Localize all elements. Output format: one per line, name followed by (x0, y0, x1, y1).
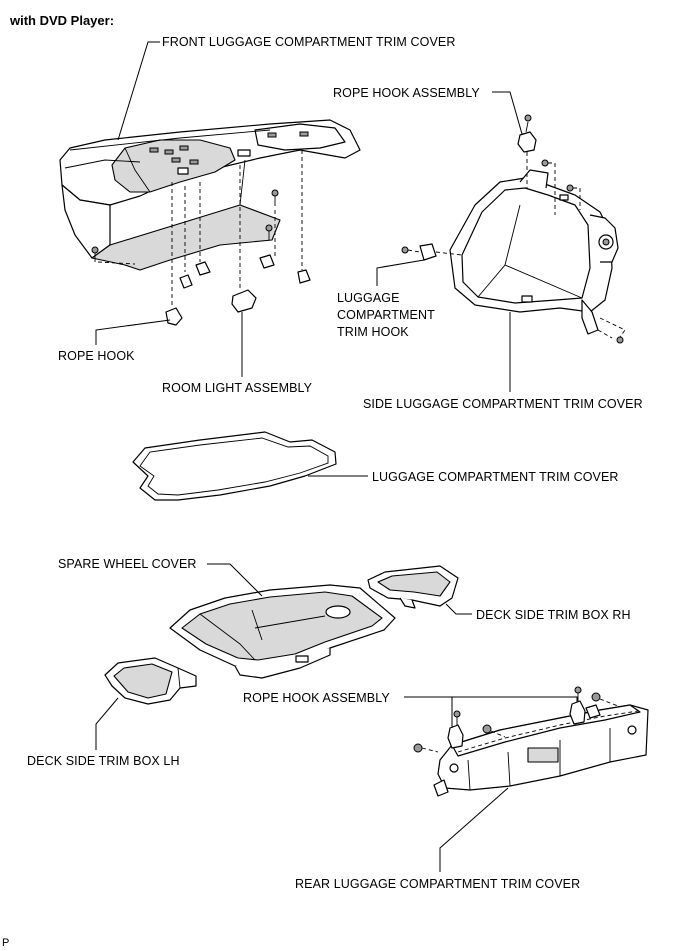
front-cover-screws (91, 189, 279, 265)
label-room-light: ROOM LIGHT ASSEMBLY (162, 381, 313, 395)
label-front-trim-cover: FRONT LUGGAGE COMPARTMENT TRIM COVER (162, 35, 455, 49)
label-deck-box-rh: DECK SIDE TRIM BOX RH (476, 608, 631, 622)
label-rope-hook-assembly-bottom: ROPE HOOK ASSEMBLY (243, 691, 390, 705)
front-trim-cover-part (59, 119, 361, 271)
rope-hook-assembly-top-part (517, 114, 537, 153)
spare-wheel-cover-part (169, 584, 396, 679)
label-deck-box-lh: DECK SIDE TRIM BOX LH (27, 754, 180, 768)
deck-box-lh-part (104, 657, 197, 705)
rear-trim-cover-part (433, 704, 649, 797)
label-side-trim-cover: SIDE LUGGAGE COMPARTMENT TRIM COVER (363, 397, 643, 411)
header-title: with DVD Player: (9, 13, 114, 28)
rope-hook-part (165, 307, 183, 326)
footer-code: P (2, 937, 9, 949)
rope-hook-assembly-bottom-parts (447, 686, 586, 749)
label-trim-hook-line1: LUGGAGE (337, 291, 400, 305)
label-spare-wheel-cover: SPARE WHEEL COVER (58, 557, 197, 571)
room-light-part (231, 289, 257, 313)
label-luggage-trim-cover: LUGGAGE COMPARTMENT TRIM COVER (372, 470, 619, 484)
rear-cover-screws (413, 692, 619, 753)
label-rear-trim-cover: REAR LUGGAGE COMPARTMENT TRIM COVER (295, 877, 580, 891)
label-rope-hook: ROPE HOOK (58, 349, 135, 363)
side-trim-cover-part (449, 169, 619, 335)
label-rope-hook-assembly-top: ROPE HOOK ASSEMBLY (333, 86, 480, 100)
label-trim-hook-line2: COMPARTMENT (337, 308, 435, 322)
label-trim-hook-line3: TRIM HOOK (337, 325, 409, 339)
side-cover-screws (401, 159, 626, 344)
front-cover-clips (179, 254, 311, 289)
luggage-mat-part (132, 431, 337, 501)
deck-box-rh-part (367, 565, 459, 609)
